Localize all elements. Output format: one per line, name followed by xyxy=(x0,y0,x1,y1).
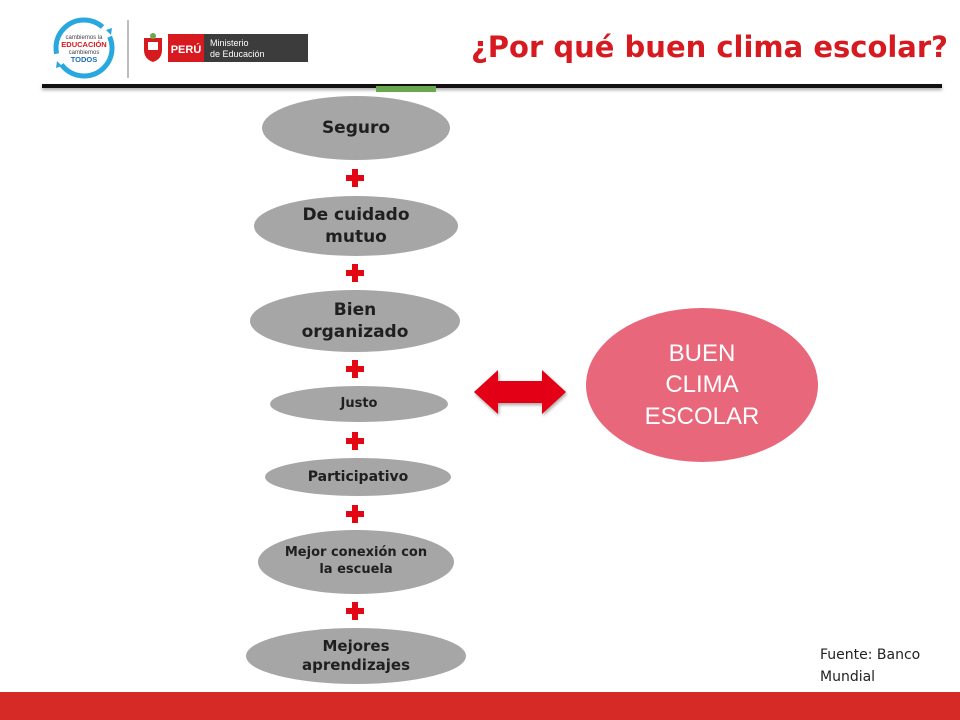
factor-label: Bien organizado xyxy=(301,299,409,342)
factor-mejores-aprendizajes: Mejores aprendizajes xyxy=(246,628,466,684)
logo-campaign-line-2: EDUCACIÓN xyxy=(61,40,106,49)
header-divider xyxy=(127,20,129,78)
logo-campaign-line-3: cambiemos xyxy=(69,50,100,56)
logo-campaign-line-4: TODOS xyxy=(71,55,98,64)
factor-participativo: Participativo xyxy=(265,458,451,496)
factor-label: De cuidado mutuo xyxy=(302,204,410,247)
factor-label: Justo xyxy=(340,395,378,411)
source-note: Fuente: Banco Mundial xyxy=(820,647,921,685)
footer-bar xyxy=(0,692,960,720)
result-ellipse: BUEN CLIMA ESCOLAR xyxy=(586,308,818,462)
plus-icon xyxy=(346,432,364,450)
coat-of-arms-icon xyxy=(144,33,162,62)
plus-icon xyxy=(346,505,364,523)
factor-justo: Justo xyxy=(270,386,448,422)
factor-cuidado-mutuo: De cuidado mutuo xyxy=(254,196,458,256)
factor-bien-organizado: Bien organizado xyxy=(250,290,460,352)
campaign-logo: cambiemos la EDUCACIÓN cambiemos TODOS xyxy=(53,17,115,79)
header-rule xyxy=(42,84,942,88)
factor-label: Seguro xyxy=(321,117,391,138)
plus-icon xyxy=(346,169,364,187)
double-arrow-icon xyxy=(474,370,566,414)
page-title: ¿Por qué buen clima escolar? xyxy=(470,30,948,64)
logo-ministry-line-1: Ministerio xyxy=(210,38,249,48)
plus-icon xyxy=(346,602,364,620)
factor-label: Mejor conexión con la escuela xyxy=(284,545,428,577)
factor-label: Mejores aprendizajes xyxy=(301,636,411,675)
header-accent xyxy=(376,86,436,92)
ministry-logo: PERÚ Ministerio de Educación xyxy=(144,33,308,62)
plus-icon xyxy=(346,360,364,378)
result-label: BUEN CLIMA ESCOLAR xyxy=(644,340,760,430)
factor-label: Participativo xyxy=(307,468,409,485)
logo-campaign-line-1: cambiemos la xyxy=(65,35,103,41)
plus-icon xyxy=(346,264,364,282)
factor-mejor-conexion: Mejor conexión con la escuela xyxy=(258,530,454,594)
factor-seguro: Seguro xyxy=(262,96,450,160)
logo-ministry-line-2: de Educación xyxy=(210,49,265,59)
logo-country: PERÚ xyxy=(171,43,202,56)
